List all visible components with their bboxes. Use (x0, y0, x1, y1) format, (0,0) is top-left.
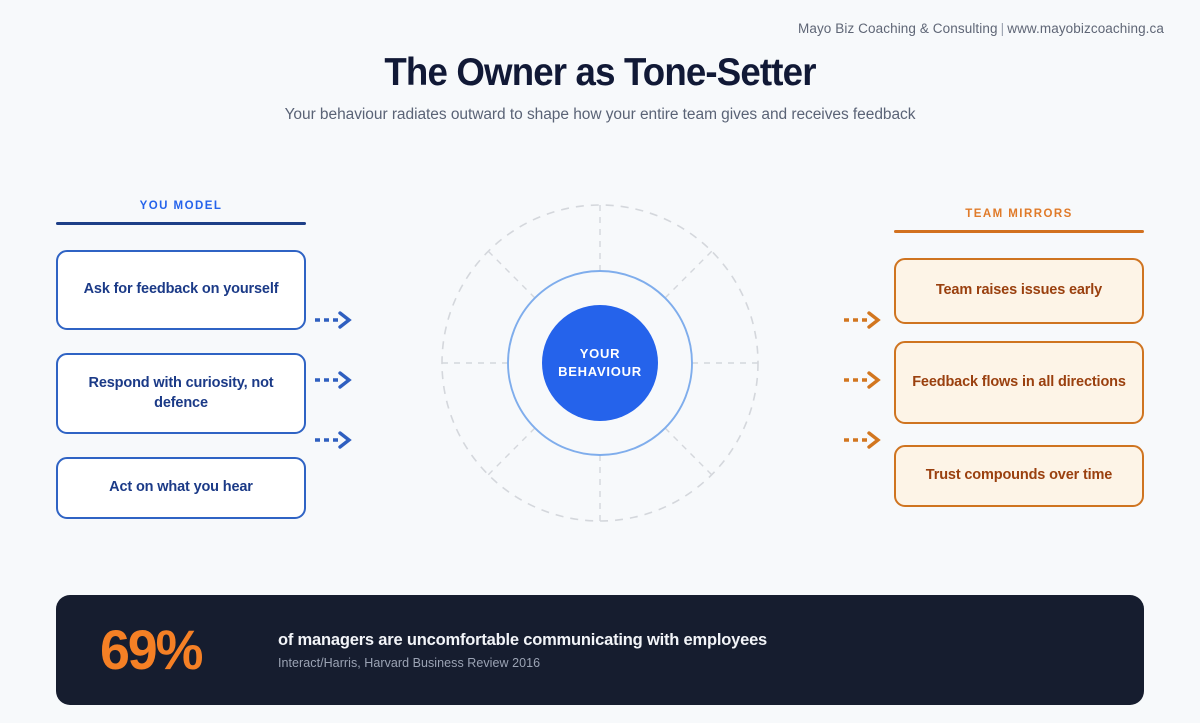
dashed-arrow-right-icon (313, 430, 357, 450)
you-model-card-text: Ask for feedback on yourself (83, 281, 279, 298)
stat-headline: of managers are uncomfortable communicat… (278, 630, 768, 649)
you-model-card-text: Act on what you hear (109, 479, 253, 496)
right-column-heading: TEAM MIRRORS (894, 208, 1144, 233)
brand-website: www.mayobizcoaching.ca (1007, 21, 1164, 36)
you-model-card[interactable]: Act on what you hear (56, 457, 306, 519)
left-column-rule (56, 222, 306, 225)
stat-banner: 69% of managers are uncomfortable commun… (56, 595, 1144, 705)
page-subtitle: Your behaviour radiates outward to shape… (284, 106, 916, 124)
team-mirrors-card[interactable]: Team raises issues early (894, 258, 1144, 324)
right-column-rule (894, 230, 1144, 233)
left-column-label: YOU MODEL (139, 200, 223, 212)
left-column-heading: YOU MODEL (56, 200, 306, 225)
team-mirrors-card-text: Team raises issues early (935, 282, 1103, 299)
core-circle (542, 305, 658, 421)
tone-setter-diagram: YOU MODEL TEAM MIRRORS Ask for feedback … (0, 180, 1200, 550)
team-mirrors-card[interactable]: Feedback flows in all directions (894, 341, 1144, 424)
brand-separator: | (1000, 21, 1005, 36)
dashed-arrow-right-icon (313, 370, 357, 390)
dashed-arrow-right-icon (842, 370, 886, 390)
dashed-arrow-right-icon (313, 310, 357, 330)
radial-ripple-graphic: YOUR BEHAVIOUR (419, 182, 781, 544)
header: The Owner as Tone-Setter Your behaviour … (0, 52, 1200, 124)
page-title: The Owner as Tone-Setter (384, 51, 816, 94)
brand-name: Mayo Biz Coaching & Consulting (798, 21, 998, 36)
team-mirrors-card[interactable]: Trust compounds over time (894, 445, 1144, 507)
outer-dashed-ring (441, 204, 759, 522)
you-model-card[interactable]: Respond with curiosity, not defence (56, 353, 306, 434)
team-mirrors-card-text: Feedback flows in all directions (912, 373, 1126, 390)
dashed-arrow-right-icon (842, 310, 886, 330)
mid-ring (507, 270, 693, 456)
stat-text-group: of managers are uncomfortable communicat… (268, 630, 767, 671)
brand-attribution: Mayo Biz Coaching & Consulting|www.mayob… (798, 21, 1164, 36)
dashed-arrow-right-icon (842, 430, 886, 450)
stat-source: Interact/Harris, Harvard Business Review… (278, 656, 541, 671)
team-mirrors-card-text: Trust compounds over time (925, 467, 1113, 484)
you-model-card[interactable]: Ask for feedback on yourself (56, 250, 306, 330)
stat-number: 69% (100, 618, 203, 681)
you-model-card-text: Respond with curiosity, not defence (88, 374, 274, 411)
right-column-label: TEAM MIRRORS (965, 208, 1073, 220)
